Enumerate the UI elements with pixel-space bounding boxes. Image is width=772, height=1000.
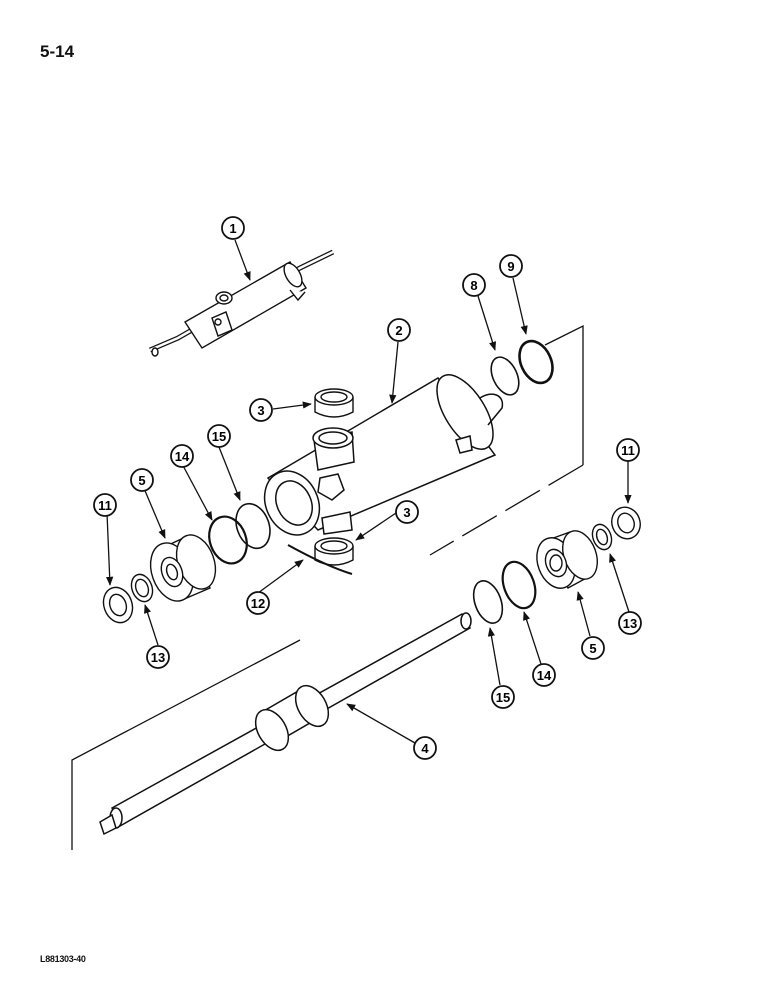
o-ring-8: [490, 356, 520, 396]
gland-left: [149, 534, 217, 602]
callout-2: 2: [387, 318, 411, 342]
assembly-boundary: [71, 324, 584, 850]
callout-13-left: 13: [146, 645, 170, 669]
callout-5-left: 5: [130, 468, 154, 492]
callout-14-left: 14: [170, 444, 194, 468]
svg-text:9: 9: [507, 259, 514, 274]
callout-11-left: 11: [93, 493, 117, 517]
piston-rod: [99, 612, 472, 836]
svg-text:11: 11: [621, 443, 635, 458]
bushing-upper: [314, 388, 354, 418]
callout-1: 1: [221, 216, 245, 240]
svg-text:3: 3: [257, 403, 264, 418]
callout-15-right: 15: [491, 685, 515, 709]
svg-text:11: 11: [98, 498, 112, 513]
svg-text:2: 2: [395, 323, 402, 338]
callout-8: 8: [462, 273, 486, 297]
page-number: 5-14: [40, 42, 75, 61]
callout-5-right: 5: [581, 636, 605, 660]
bushing-lower: [314, 537, 354, 566]
callout-13-right: 13: [618, 611, 642, 635]
o-ring-right-15: [472, 580, 504, 624]
backup-ring-right: [591, 523, 613, 551]
callout-3-upper: 3: [249, 398, 273, 422]
svg-text:15: 15: [496, 690, 510, 705]
svg-text:4: 4: [421, 741, 429, 756]
cylinder-barrel: [263, 374, 504, 536]
o-ring-right-14: [501, 560, 537, 610]
leader-lines: [106, 239, 632, 744]
callout-12: 12: [246, 591, 270, 615]
svg-text:1: 1: [229, 221, 236, 236]
backup-ring-left: [130, 573, 154, 603]
wiper-seal-left: [102, 586, 134, 624]
callout-4: 4: [413, 736, 437, 760]
callout-15-left: 15: [207, 424, 231, 448]
svg-text:14: 14: [537, 668, 552, 683]
callout-3-lower: 3: [395, 500, 419, 524]
wire: [287, 544, 353, 575]
callout-11-right: 11: [616, 438, 640, 462]
callout-9: 9: [499, 254, 523, 278]
document-code: L881303-40: [40, 954, 86, 964]
cylinder-assembly: [149, 249, 335, 357]
o-ring-left-14: [208, 515, 248, 565]
gland-right: [536, 530, 598, 589]
svg-text:14: 14: [175, 449, 190, 464]
svg-text:3: 3: [403, 505, 410, 520]
o-ring-left-15: [235, 502, 271, 550]
svg-text:5: 5: [589, 641, 596, 656]
svg-text:15: 15: [212, 429, 226, 444]
svg-text:13: 13: [623, 616, 637, 631]
backup-ring-9: [518, 339, 554, 385]
callout-14-right: 14: [532, 663, 556, 687]
svg-text:12: 12: [251, 596, 265, 611]
wiper-seal-right: [611, 506, 641, 540]
svg-text:5: 5: [138, 473, 145, 488]
svg-text:13: 13: [151, 650, 165, 665]
svg-text:8: 8: [470, 278, 477, 293]
